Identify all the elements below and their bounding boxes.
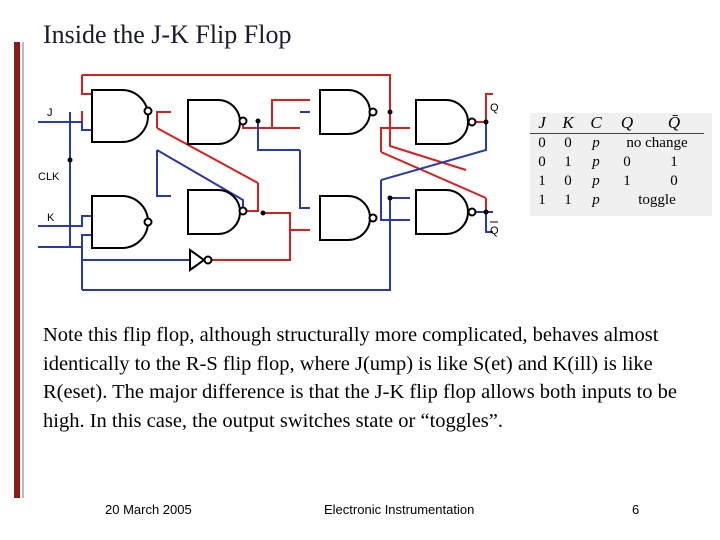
jk-flip-flop-circuit: J CLK K Q Q <box>38 74 499 291</box>
cell-c: p <box>592 135 600 151</box>
cell-c: p <box>592 154 600 170</box>
input-label-j: J <box>47 107 53 119</box>
table-row: 0 1 p 0 1 <box>530 153 704 172</box>
inversion-bubble <box>143 217 153 227</box>
cell-k: 1 <box>564 192 572 208</box>
table-row: 0 0 p no change <box>530 134 704 154</box>
cell-k: 0 <box>564 173 572 189</box>
cell-c: p <box>592 192 600 208</box>
cell-q: 0 <box>623 154 631 170</box>
blue-wires <box>38 111 493 291</box>
footer-page-number: 6 <box>632 502 640 517</box>
accent-bar-shadow <box>22 42 24 498</box>
output-label-q: Q <box>490 102 499 114</box>
input-label-k: K <box>47 212 55 224</box>
output-label-q-bar: Q <box>490 225 499 237</box>
inversion-bubble <box>368 107 378 117</box>
cell-q: 1 <box>623 173 631 189</box>
cell-outcome: toggle <box>638 192 676 208</box>
slide-title: Inside the J-K Flip Flop <box>43 20 292 49</box>
footer-date: 20 March 2005 <box>105 502 192 517</box>
header-k: K <box>554 113 582 134</box>
junction-dots <box>67 109 489 216</box>
inversion-bubble <box>143 106 153 116</box>
nand-gate-5 <box>319 89 371 135</box>
cell-j: 1 <box>538 192 546 208</box>
cell-j: 1 <box>538 173 546 189</box>
truth-table-header: J K C Q Q̄ <box>530 113 704 134</box>
nand-gate-2 <box>91 195 149 249</box>
footer-course: Electronic Instrumentation <box>324 502 475 517</box>
inversion-bubble <box>368 213 378 223</box>
table-row: 1 0 p 1 0 <box>530 172 704 191</box>
cell-q-bar: 1 <box>670 154 678 170</box>
header-q: Q <box>610 113 644 134</box>
inversion-bubble <box>467 117 477 127</box>
nand-gates <box>91 89 477 272</box>
table-row: 1 1 p toggle <box>530 191 704 210</box>
inversion-bubble <box>467 207 477 217</box>
inversion-bubble <box>238 116 248 126</box>
truth-table: J K C Q Q̄ 0 0 p no change 0 1 p 0 1 <box>530 113 712 216</box>
cell-outcome: no change <box>626 135 688 151</box>
header-j: J <box>530 113 554 134</box>
nand-gate-7 <box>415 99 469 145</box>
accent-bar <box>14 42 20 498</box>
cell-j: 0 <box>538 135 546 151</box>
nand-gate-3 <box>187 99 241 145</box>
nand-gate-6 <box>319 195 371 241</box>
cell-j: 0 <box>538 154 546 170</box>
cell-k: 1 <box>564 154 572 170</box>
input-label-clk: CLK <box>38 171 60 183</box>
header-c: C <box>582 113 610 134</box>
cell-q-bar: 0 <box>670 173 678 189</box>
nand-gate-1 <box>91 89 149 143</box>
inverter-gate <box>189 248 206 272</box>
slide-body-text: Note this flip flop, although structural… <box>43 324 678 432</box>
nand-gate-4 <box>187 189 241 235</box>
inversion-bubble <box>203 255 213 265</box>
header-q-bar: Q̄ <box>644 113 704 134</box>
inversion-bubble <box>238 206 248 216</box>
cell-c: p <box>592 173 600 189</box>
nand-gate-8 <box>415 189 469 235</box>
cell-k: 0 <box>564 135 572 151</box>
